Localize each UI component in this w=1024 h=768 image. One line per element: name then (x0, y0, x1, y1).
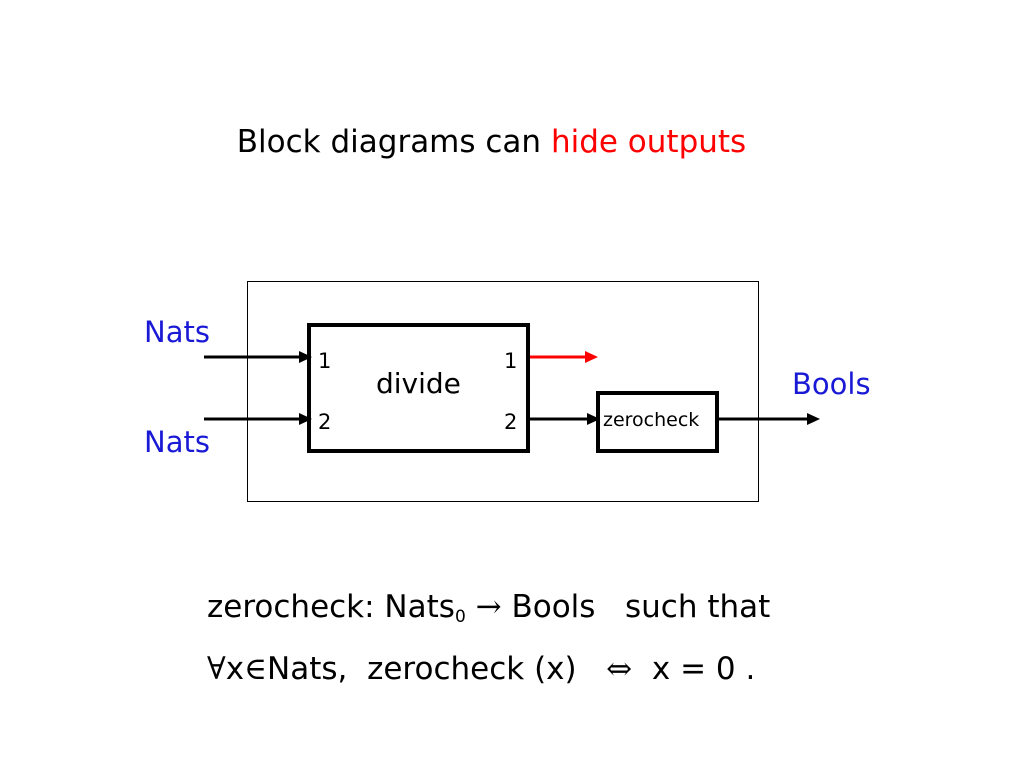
output-type-label: Bools (792, 367, 871, 401)
formula-line-2-mid: Nats, zerocheck (x) (267, 651, 607, 687)
divide-output-port-2: 2 (504, 410, 518, 434)
divide-block-label: divide (376, 367, 461, 400)
formula-line-1: zerocheck: Nats0 → Bools such that (207, 592, 770, 626)
formula-line-2-tail: x = 0 . (632, 651, 756, 687)
hidden-output-arrow (530, 351, 598, 363)
iff-symbol: ⇔ (606, 651, 633, 687)
slide-title: Block diagrams can hide outputs (0, 124, 983, 160)
divide-output-port-1: 1 (504, 349, 518, 373)
maps-to-arrow: → (475, 589, 502, 625)
formula-line-1-lead: zerocheck: Nats (207, 589, 455, 625)
divide-input-port-2: 2 (318, 410, 332, 434)
composite-block-boundary (247, 281, 759, 502)
output-arrow (719, 413, 820, 425)
zerocheck-block (596, 391, 719, 453)
forall-symbol: ∀ (207, 651, 226, 687)
title-prefix: Block diagrams can (236, 124, 551, 160)
formula-line-1-rest: Bools such that (501, 589, 771, 625)
input-type-label-1: Nats (144, 315, 210, 349)
divide-input-port-1: 1 (318, 349, 332, 373)
title-highlight: hide outputs (550, 124, 747, 160)
formula-line-2-var: x (225, 651, 245, 687)
divide-block (307, 323, 530, 453)
formula-line-2: ∀x∈Nats, zerocheck (x) ⇔ x = 0 . (207, 654, 755, 685)
formula-line-1-subscript: 0 (454, 607, 466, 627)
divide-to-zerocheck-arrow (530, 413, 600, 425)
input-type-label-2: Nats (144, 425, 210, 459)
zerocheck-block-label: zerocheck (603, 409, 700, 431)
element-of-symbol: ∈ (244, 651, 268, 687)
input-arrow-1 (204, 351, 312, 363)
input-arrow-2 (204, 413, 312, 425)
